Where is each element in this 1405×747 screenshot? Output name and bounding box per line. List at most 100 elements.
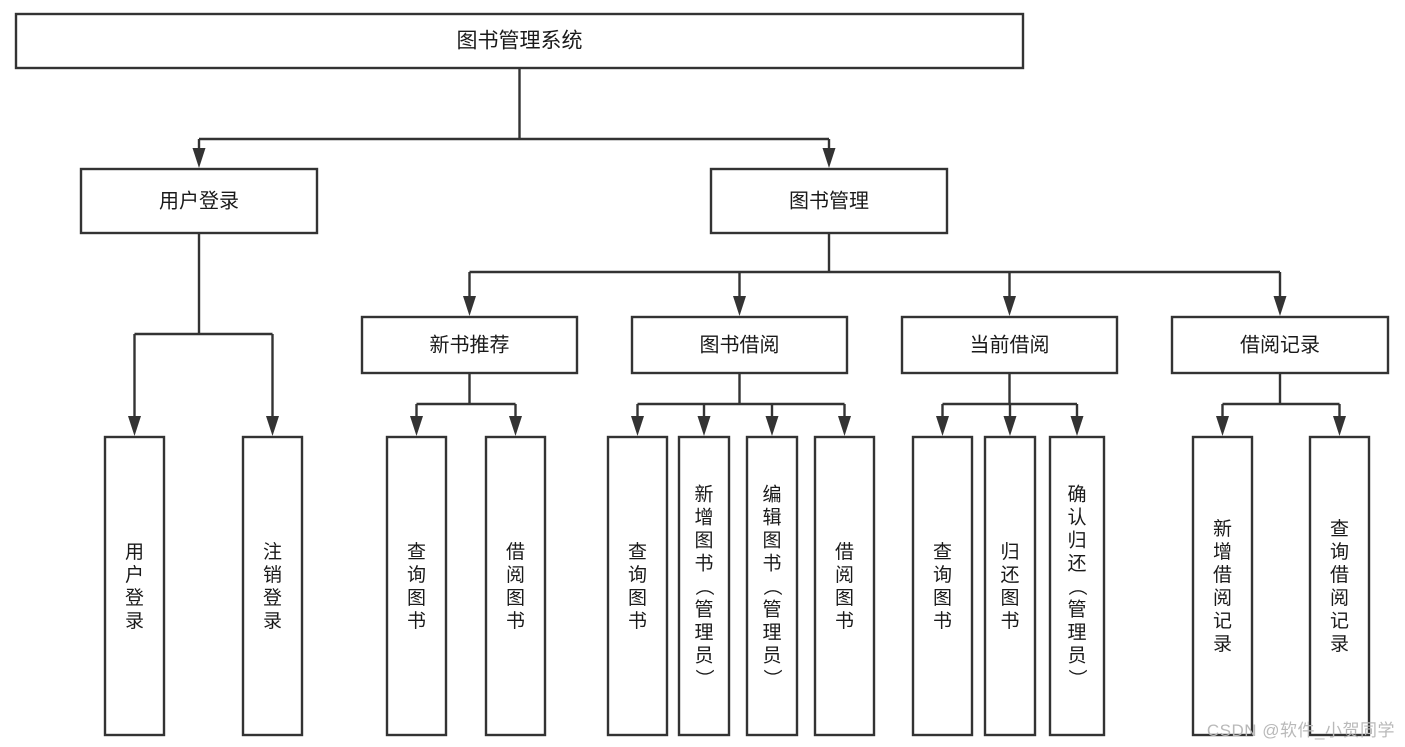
node-label-char: 图 — [407, 588, 426, 609]
node-label-char: 阅 — [835, 564, 854, 586]
node-label-char: 借 — [1213, 564, 1232, 586]
node-label-char: 辑 — [762, 506, 781, 528]
node-label-char: ） — [693, 669, 715, 688]
node-label-char: 书 — [762, 552, 781, 574]
arrow-head-icon — [1273, 296, 1287, 316]
node-label-char: （ — [761, 577, 783, 596]
node-box — [911, 435, 974, 737]
node-label-char: 查 — [1330, 518, 1349, 540]
node-label-char: 认 — [1067, 506, 1086, 528]
node-box — [1308, 435, 1371, 737]
node-label-char: 阅 — [1213, 587, 1232, 609]
arrow-head-icon — [266, 416, 279, 436]
arrow-head-icon — [1070, 416, 1084, 436]
node-label-char: 注 — [263, 541, 282, 563]
node-label-char: 借 — [835, 541, 854, 563]
node-label-char: 书 — [628, 610, 647, 632]
node-label-char: 借 — [506, 541, 525, 563]
node-label-char: 询 — [933, 564, 952, 586]
node-label-char: 归 — [1067, 529, 1086, 551]
node-label-char: （ — [1066, 577, 1088, 596]
node-label-char: 书 — [1000, 610, 1019, 632]
node-label-char: 查 — [628, 541, 647, 563]
node-label-char: 书 — [933, 610, 952, 632]
node-root[interactable]: 图书管理系统 — [14, 12, 1025, 70]
arrow-head-icon — [733, 296, 746, 316]
node-label-char: 登 — [263, 587, 282, 609]
node-label-char: 图 — [506, 588, 525, 609]
node-label-char: （ — [693, 577, 715, 596]
node-label-char: 归 — [1000, 541, 1019, 563]
node-label-char: 登 — [125, 587, 144, 609]
node-leaf-user-login[interactable]: 用户登录 — [103, 435, 166, 737]
node-label-char: 图 — [762, 530, 781, 551]
node-label-char: 增 — [1213, 541, 1232, 563]
node-label-char: 还 — [1000, 564, 1019, 586]
node-label-char: 书 — [694, 552, 713, 574]
arrow-head-icon — [463, 296, 476, 316]
arrow-head-icon — [128, 416, 141, 436]
node-label: 图书借阅 — [700, 333, 780, 356]
node-label-char: 管 — [762, 598, 781, 620]
node-box — [103, 435, 166, 737]
node-label: 图书管理系统 — [457, 30, 583, 53]
node-label-char: 新 — [1213, 518, 1232, 540]
arrow-head-icon — [697, 416, 711, 436]
node-label-char: 员 — [1067, 645, 1086, 666]
node-label-char: 用 — [125, 542, 144, 563]
node-l3-record[interactable]: 借阅记录 — [1170, 315, 1390, 375]
node-label-char: 录 — [125, 611, 144, 632]
node-l2-user-login[interactable]: 用户登录 — [79, 167, 319, 235]
node-label-char: 确 — [1067, 483, 1086, 505]
arrow-head-icon — [509, 416, 522, 436]
node-box — [745, 435, 799, 737]
node-label-char: 图 — [694, 530, 713, 551]
arrow-head-icon — [765, 416, 779, 436]
node-l3-borrow[interactable]: 图书借阅 — [630, 315, 849, 375]
node-label-char: 记 — [1213, 610, 1232, 632]
arrow-head-icon — [1003, 296, 1016, 316]
node-l3-current[interactable]: 当前借阅 — [900, 315, 1119, 375]
node-label-char: 管 — [694, 598, 713, 620]
arrow-head-icon — [822, 148, 836, 168]
node-label-char: 户 — [125, 564, 144, 586]
node-label-char: ） — [1066, 669, 1088, 688]
node-box — [241, 435, 304, 737]
node-label: 用户登录 — [159, 189, 239, 212]
node-label-char: 书 — [835, 610, 854, 632]
watermark-text: CSDN @软件_小贺同学 — [1206, 721, 1395, 740]
node-label-char: 编 — [762, 483, 781, 505]
node-label-char: 图 — [835, 588, 854, 609]
node-layer: 图书管理系统用户登录图书管理新书推荐图书借阅当前借阅借阅记录用户登录注销登录查询… — [14, 12, 1390, 737]
node-l3-new-book[interactable]: 新书推荐 — [360, 315, 579, 375]
node-box — [1048, 435, 1106, 737]
arrow-head-icon — [631, 416, 644, 436]
node-box — [630, 315, 849, 375]
node-label-char: 理 — [694, 622, 713, 643]
node-label-char: 员 — [762, 645, 781, 666]
node-label-char: 还 — [1067, 552, 1086, 574]
node-label-char: 录 — [1213, 634, 1232, 655]
node-label-char: 记 — [1330, 610, 1349, 632]
node-box — [677, 435, 731, 737]
node-label-char: 查 — [407, 541, 426, 563]
node-label-char: 增 — [694, 506, 713, 528]
node-label: 图书管理 — [789, 189, 869, 212]
arrow-head-icon — [1003, 416, 1017, 436]
node-l2-book-manage[interactable]: 图书管理 — [709, 167, 949, 235]
node-label-char: 员 — [694, 645, 713, 666]
node-label: 当前借阅 — [970, 333, 1050, 356]
